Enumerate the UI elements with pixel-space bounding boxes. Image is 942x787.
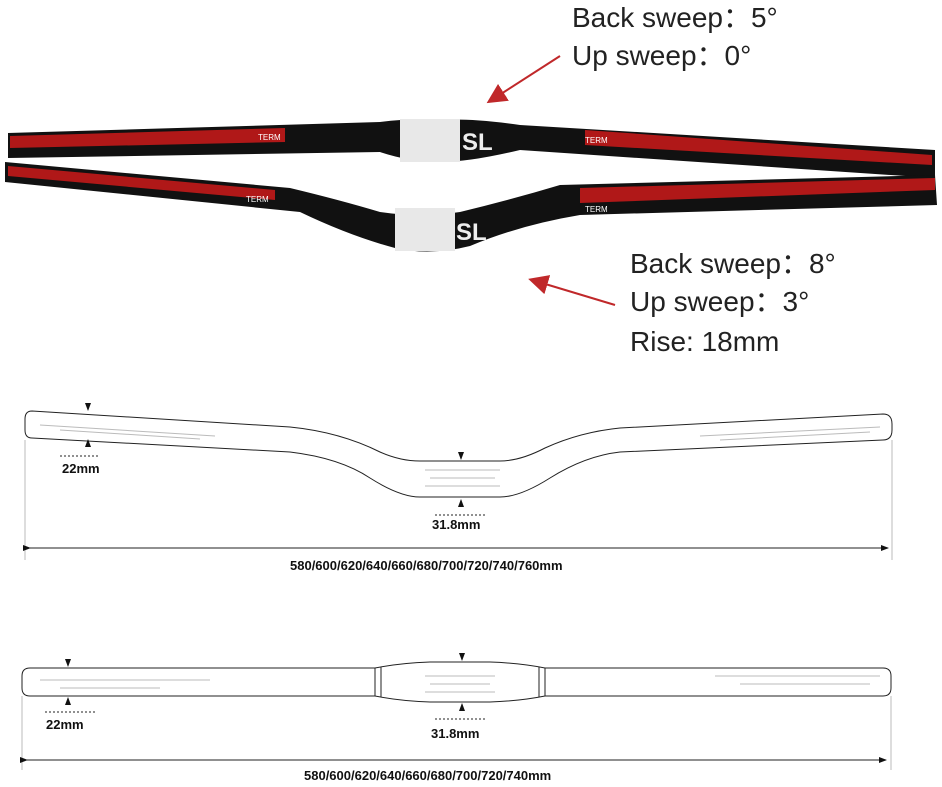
riser-width-options: 580/600/620/640/660/680/700/720/740/760m… xyxy=(290,558,563,573)
flat-handlebar: SL TERM TERM xyxy=(8,119,935,178)
riser-diagram xyxy=(23,403,893,560)
svg-text:TERM: TERM xyxy=(258,133,281,142)
riser-grip-diameter: 22mm xyxy=(62,461,100,476)
svg-text:TERM: TERM xyxy=(585,136,608,145)
riser-bar-rise: Rise: 18mm xyxy=(630,326,780,357)
flat-clamp-diameter: 31.8mm xyxy=(431,726,480,741)
riser-bar-arrow xyxy=(528,275,616,306)
svg-text:TERM: TERM xyxy=(246,195,269,204)
flat-bar-up-sweep: Up sweep：0° xyxy=(572,40,752,71)
riser-handlebar: SL TERM TERM xyxy=(5,162,937,252)
riser-bar-up-sweep: Up sweep：3° xyxy=(630,286,810,317)
flat-grip-diameter: 22mm xyxy=(46,717,84,732)
flat-diagram xyxy=(20,653,892,770)
riser-clamp-diameter: 31.8mm xyxy=(432,517,481,532)
flat-bar-clamp-band xyxy=(400,119,460,162)
svg-text:TERM: TERM xyxy=(585,205,608,214)
flat-width-options: 580/600/620/640/660/680/700/720/740mm xyxy=(304,768,552,783)
riser-bar-clamp-band xyxy=(395,208,455,251)
flat-bar-logo: SL xyxy=(462,129,493,156)
flat-bar-arrow xyxy=(486,55,561,104)
riser-bar-back-sweep: Back sweep：8° xyxy=(630,248,836,279)
flat-bar-back-sweep: Back sweep：5° xyxy=(572,2,778,33)
riser-bar-logo: SL xyxy=(456,219,487,246)
